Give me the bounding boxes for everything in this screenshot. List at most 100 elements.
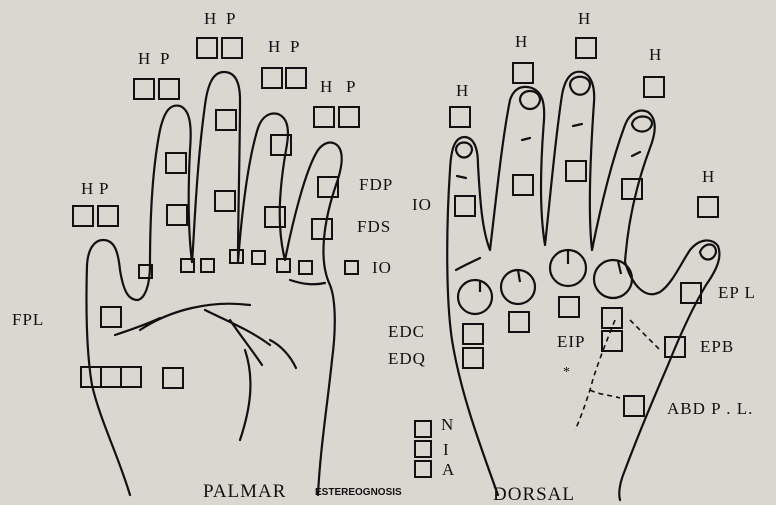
stereognosis-n-checkbox[interactable]: [414, 420, 432, 438]
palmar-io-checkbox-2[interactable]: [180, 258, 195, 273]
dorsal-ring-label-h: H: [578, 10, 591, 27]
palmar-middle-p-checkbox[interactable]: [221, 37, 243, 59]
palmar-ring-fdp-checkbox[interactable]: [270, 134, 292, 156]
dorsal-middle-h-checkbox[interactable]: [512, 62, 534, 84]
palmar-middle-fds-checkbox[interactable]: [214, 190, 236, 212]
stereognosis-level-i: I: [443, 441, 450, 458]
palmar-io-checkbox-3[interactable]: [200, 258, 215, 273]
palmar-bottom-checkbox-1[interactable]: [80, 366, 102, 388]
palmar-thumb-h-checkbox[interactable]: [72, 205, 94, 227]
dorsal-edc-checkbox[interactable]: [462, 323, 484, 345]
palmar-little-fdp-checkbox[interactable]: [317, 176, 339, 198]
dorsal-epl-checkbox[interactable]: [680, 282, 702, 304]
palmar-fpl-checkbox[interactable]: [100, 306, 122, 328]
dorsal-dashed-line-2: [630, 320, 660, 350]
dorsal-eip-checkbox-2[interactable]: [601, 330, 623, 352]
dorsal-eip-checkbox-1[interactable]: [601, 307, 623, 329]
palmar-io-checkbox-5[interactable]: [251, 250, 266, 265]
dorsal-nail-ring: [570, 77, 590, 95]
dorsal-index-h-checkbox[interactable]: [449, 106, 471, 128]
palmar-ring-label-h: H: [268, 38, 281, 55]
palmar-crease-6: [270, 340, 296, 368]
stereognosis-level-a: A: [442, 461, 455, 478]
dorsal-index-label-h: H: [456, 82, 469, 99]
dorsal-epb-checkbox[interactable]: [664, 336, 686, 358]
palmar-index-label-h: H: [138, 50, 151, 67]
palmar-io-checkbox-1[interactable]: [138, 264, 153, 279]
palmar-thumb-label-p: P: [99, 180, 109, 197]
palmar-little-fds-checkbox[interactable]: [311, 218, 333, 240]
dorsal-ring-h-checkbox[interactable]: [575, 37, 597, 59]
palmar-index-p-checkbox[interactable]: [158, 78, 180, 100]
palmar-middle-fdp-checkbox[interactable]: [215, 109, 237, 131]
palmar-crease-4: [240, 350, 250, 440]
dorsal-nail-middle: [520, 91, 540, 109]
stereognosis-level-n: N: [441, 416, 454, 433]
edc-circle-1: [458, 280, 492, 314]
dorsal-nail-thumb: [700, 245, 716, 260]
palmar-crease-7: [290, 280, 325, 284]
palmar-index-h-checkbox[interactable]: [133, 78, 155, 100]
dorsal-abd-pl-checkbox[interactable]: [623, 395, 645, 417]
stereognosis-i-checkbox[interactable]: [414, 440, 432, 458]
dorsal-knuckle-mark-1: [457, 176, 466, 178]
palmar-title: PALMAR: [203, 482, 286, 501]
dorsal-edc-middle-checkbox[interactable]: [508, 311, 530, 333]
dorsal-title: DORSAL: [493, 485, 575, 504]
palmar-middle-label-p: P: [226, 10, 236, 27]
dorsal-edc-ring-checkbox[interactable]: [558, 296, 580, 318]
palmar-ring-h-checkbox[interactable]: [261, 67, 283, 89]
dorsal-knuckle-mark-4: [632, 152, 640, 156]
palmar-fds-label: FDS: [357, 218, 391, 235]
palmar-middle-label-h: H: [204, 10, 217, 27]
dorsal-knuckle-mark-5: [456, 258, 480, 270]
palmar-io-label: IO: [372, 259, 392, 276]
palmar-io-checkbox-7[interactable]: [298, 260, 313, 275]
palmar-little-p-checkbox[interactable]: [338, 106, 360, 128]
dorsal-io-ring-checkbox[interactable]: [565, 160, 587, 182]
dorsal-io-middle-checkbox[interactable]: [512, 174, 534, 196]
palmar-crease-3: [230, 320, 262, 365]
dorsal-thumb-h-checkbox[interactable]: [697, 196, 719, 218]
palmar-ring-fds-checkbox[interactable]: [264, 206, 286, 228]
palmar-middle-h-checkbox[interactable]: [196, 37, 218, 59]
dorsal-io-index-checkbox[interactable]: [454, 195, 476, 217]
stereognosis-a-checkbox[interactable]: [414, 460, 432, 478]
palmar-thumb-p-checkbox[interactable]: [97, 205, 119, 227]
palmar-io-checkbox-4[interactable]: [229, 249, 244, 264]
palmar-bottom-checkbox-2[interactable]: [100, 366, 122, 388]
dorsal-io-label: IO: [412, 196, 432, 213]
palmar-little-label-p: P: [346, 78, 356, 95]
dorsal-middle-label-h: H: [515, 33, 528, 50]
dorsal-epl-label: EP L: [718, 284, 756, 301]
dorsal-edq-label: EDQ: [388, 350, 426, 367]
dorsal-epb-label: EPB: [700, 338, 734, 355]
palmar-bottom-checkbox-4[interactable]: [162, 367, 184, 389]
palmar-index-label-p: P: [160, 50, 170, 67]
edc-circle-4: [594, 260, 632, 298]
dorsal-io-little-checkbox[interactable]: [621, 178, 643, 200]
palmar-io-checkbox-8[interactable]: [344, 260, 359, 275]
palmar-index-fdp-checkbox[interactable]: [165, 152, 187, 174]
dorsal-little-label-h: H: [649, 46, 662, 63]
palmar-crease-2: [205, 310, 270, 345]
dorsal-little-h-checkbox[interactable]: [643, 76, 665, 98]
dorsal-edq-checkbox[interactable]: [462, 347, 484, 369]
palmar-ring-label-p: P: [290, 38, 300, 55]
palmar-thumb-label-h: H: [81, 180, 94, 197]
palmar-index-fds-checkbox[interactable]: [166, 204, 188, 226]
dorsal-nail-index: [456, 143, 472, 158]
dorsal-eip-label: EIP: [557, 333, 586, 350]
dorsal-knuckle-mark-2: [522, 138, 530, 140]
palmar-little-label-h: H: [320, 78, 333, 95]
palmar-bottom-checkbox-3[interactable]: [120, 366, 142, 388]
palmar-ring-p-checkbox[interactable]: [285, 67, 307, 89]
dorsal-thumb-label-h: H: [702, 168, 715, 185]
palmar-fpl-label: FPL: [12, 311, 44, 328]
palmar-little-h-checkbox[interactable]: [313, 106, 335, 128]
dorsal-nail-little: [632, 117, 652, 132]
dorsal-knuckle-mark-3: [573, 124, 582, 126]
dorsal-edc-label: EDC: [388, 323, 425, 340]
palmar-io-checkbox-6[interactable]: [276, 258, 291, 273]
